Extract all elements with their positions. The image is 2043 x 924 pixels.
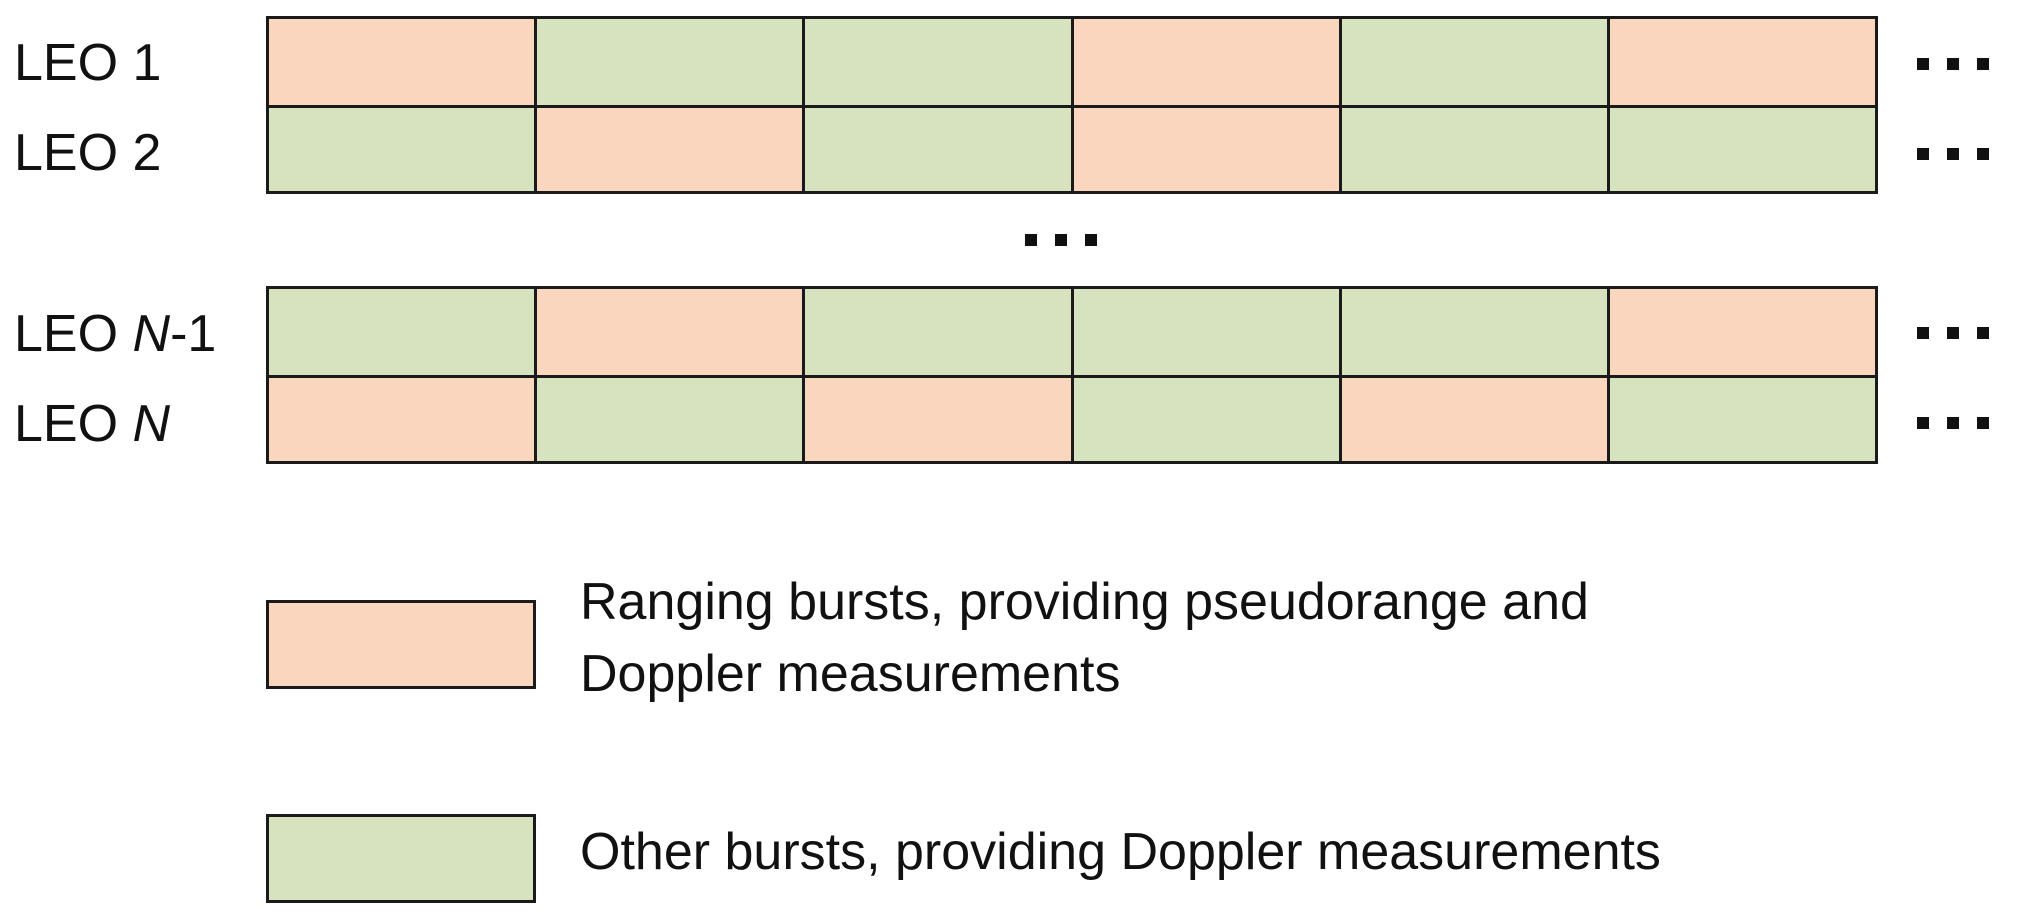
rows-gap-ellipsis — [1025, 234, 1097, 246]
legend-swatch-other — [266, 814, 536, 903]
burst-row-leo-n — [266, 375, 1878, 464]
burst-cell-other — [1341, 108, 1610, 191]
row-label-variable: N — [132, 395, 171, 453]
burst-row-leo-n-minus-1 — [266, 286, 1878, 375]
burst-cell-other — [269, 289, 538, 375]
row-label-variable: N — [132, 305, 171, 363]
legend-text-ranging-line2: Doppler measurements — [580, 645, 1121, 703]
burst-row-leo-2 — [266, 105, 1878, 194]
continuation-ellipsis-leo-n — [1917, 417, 1989, 429]
burst-cell-ranging — [805, 378, 1074, 461]
burst-cell-ranging — [1073, 108, 1342, 191]
burst-cell-ranging — [1073, 19, 1342, 105]
burst-cell-ranging — [1341, 378, 1610, 461]
burst-cell-ranging — [1609, 289, 1876, 375]
burst-cell-other — [1341, 19, 1610, 105]
row-label-leo-2: LEO 2 — [14, 124, 162, 182]
legend-text-other: Other bursts, providing Doppler measurem… — [580, 823, 1661, 881]
burst-cell-ranging — [537, 289, 806, 375]
continuation-ellipsis-leo-n-minus-1 — [1917, 327, 1989, 339]
row-label-leo-1: LEO 1 — [14, 34, 162, 92]
continuation-ellipsis-leo-1 — [1917, 58, 1989, 70]
burst-cell-other — [805, 19, 1074, 105]
burst-cell-ranging — [269, 19, 538, 105]
legend-text-ranging-line1: Ranging bursts, providing pseudorange an… — [580, 573, 1589, 631]
burst-cell-other — [1073, 378, 1342, 461]
burst-cell-other — [537, 378, 806, 461]
burst-cell-ranging — [1609, 19, 1876, 105]
burst-cell-other — [1073, 289, 1342, 375]
burst-cell-other — [805, 108, 1074, 191]
row-label-leo-n: LEO N — [14, 395, 171, 453]
legend-swatch-ranging — [266, 600, 536, 689]
burst-cell-ranging — [537, 108, 806, 191]
burst-cell-other — [805, 289, 1074, 375]
burst-cell-ranging — [269, 378, 538, 461]
burst-cell-other — [537, 19, 806, 105]
continuation-ellipsis-leo-2 — [1917, 148, 1989, 160]
row-label-leo-n-minus-1: LEO N-1 — [14, 305, 217, 363]
burst-cell-other — [269, 108, 538, 191]
burst-cell-other — [1609, 108, 1876, 191]
burst-cell-other — [1341, 289, 1610, 375]
burst-row-leo-1 — [266, 16, 1878, 105]
burst-cell-other — [1609, 378, 1876, 461]
